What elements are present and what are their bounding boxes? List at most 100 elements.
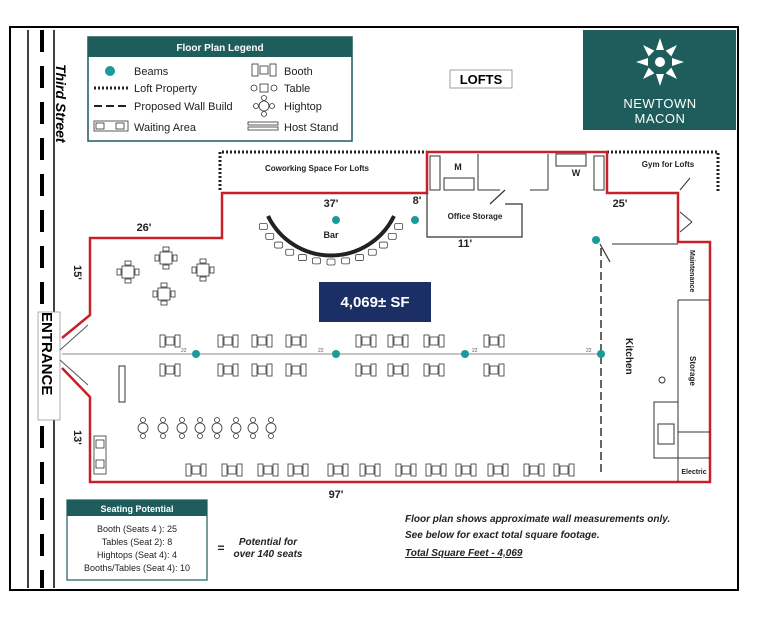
bar-stool <box>265 232 275 240</box>
brand-logo: NEWTOWN MACON <box>583 30 736 130</box>
brand-line2: MACON <box>635 111 686 126</box>
womens-room-label: W <box>572 168 581 178</box>
legend-host-icon <box>247 121 279 131</box>
seating-booth: Booth (Seats 4 ): 25 <box>97 524 177 534</box>
four-top-tables <box>116 246 215 306</box>
legend-waiting: Waiting Area <box>134 122 197 134</box>
booth <box>553 463 575 477</box>
seating-potential-line1: Potential for <box>239 537 298 548</box>
booth <box>159 363 181 377</box>
dim-37: 37' <box>324 198 339 210</box>
bar-stool <box>394 223 404 230</box>
hightop <box>247 417 259 439</box>
legend-title: Floor Plan Legend <box>176 43 263 54</box>
legend-table: Table <box>284 83 310 95</box>
svg-text:22: 22 <box>586 348 592 354</box>
note-line1: Floor plan shows approximate wall measur… <box>405 514 670 525</box>
booth <box>359 463 381 477</box>
booth <box>355 334 377 348</box>
loft-boundary <box>218 150 720 192</box>
entrance-label: ENTRANCE <box>38 312 55 395</box>
svg-text:22: 22 <box>318 348 324 354</box>
legend-hightop: Hightop <box>284 101 322 113</box>
booth <box>251 334 273 348</box>
booth <box>159 334 181 348</box>
four-top-table <box>152 282 176 306</box>
booth <box>483 334 505 348</box>
dim-25: 25' <box>613 198 628 210</box>
kitchen <box>599 243 710 482</box>
dim-26: 26' <box>137 222 152 234</box>
booth <box>387 334 409 348</box>
seating-tables: Tables (Seat 2): 8 <box>102 537 173 547</box>
booth <box>455 463 477 477</box>
gym-label: Gym for Lofts <box>642 160 695 169</box>
entrance-door <box>37 311 89 421</box>
legend-wall: Proposed Wall Build <box>134 101 233 113</box>
booth <box>423 334 445 348</box>
street <box>27 30 55 588</box>
booth <box>221 463 243 477</box>
mens-room-label: M <box>454 162 462 172</box>
lofts-label: LOFTS <box>460 72 503 87</box>
page-frame <box>9 26 739 591</box>
legend-beam-icon <box>105 66 115 76</box>
waiting-area <box>93 435 107 475</box>
seating-potential: Seating Potential Booth (Seats 4 ): 25 T… <box>66 499 208 581</box>
door-swings <box>679 177 693 233</box>
hightop <box>137 417 149 439</box>
hightop <box>265 417 277 439</box>
bar-stool <box>258 223 268 230</box>
storage-label: Storage <box>688 356 697 386</box>
exterior-wall <box>61 150 712 484</box>
bar-stool <box>298 254 307 261</box>
legend-waiting-icon <box>93 120 129 132</box>
host-stand <box>118 365 126 403</box>
booth <box>287 463 309 477</box>
coworking-label: Coworking Space For Lofts <box>265 164 370 173</box>
bar-label: Bar <box>323 230 339 240</box>
booth <box>251 363 273 377</box>
bar-stool <box>274 241 284 249</box>
seating-potential-line2: over 140 seats <box>234 549 303 560</box>
office-storage-label: Office Storage <box>448 212 503 221</box>
bar-stool <box>326 258 336 266</box>
booth <box>395 463 417 477</box>
seating-hightops: Hightops (Seat 4): 4 <box>97 550 177 560</box>
legend-booth-icon <box>251 63 277 77</box>
brand-line1: NEWTOWN <box>623 96 696 111</box>
legend: Floor Plan Legend Beams Loft Property Pr… <box>87 36 353 142</box>
street-label: Third Street <box>53 64 69 144</box>
bar-stool <box>355 254 364 261</box>
legend-hightop-icon <box>253 95 275 117</box>
booth <box>217 363 239 377</box>
booth <box>523 463 545 477</box>
four-top-table <box>154 246 178 270</box>
dim-15: 15' <box>71 265 83 280</box>
bar-stool <box>341 257 350 265</box>
svg-text:22: 22 <box>181 348 187 354</box>
svg-text:22: 22 <box>472 348 478 354</box>
four-top-table <box>191 258 215 282</box>
booth <box>217 334 239 348</box>
seating-title: Seating Potential <box>100 504 173 514</box>
dim-11: 11' <box>458 238 473 250</box>
dim-13: 13' <box>71 430 83 445</box>
legend-beams: Beams <box>134 66 169 78</box>
bar-stool <box>387 232 397 240</box>
bar-stool <box>312 257 321 265</box>
note-total: Total Square Feet - 4,069 <box>405 548 523 559</box>
office-storage <box>426 189 523 238</box>
brand-star-icon <box>636 38 684 86</box>
booth <box>285 334 307 348</box>
restrooms <box>429 153 605 191</box>
hightop <box>211 417 223 439</box>
hightop-tables <box>137 417 277 439</box>
beam-span-labels: 22 22 22 22 <box>181 348 592 354</box>
square-feet-badge: 4,069± SF <box>319 282 431 322</box>
bar-stool <box>285 248 295 256</box>
maintenance-label: Maintenance <box>688 250 695 293</box>
kitchen-label: Kitchen <box>623 338 634 375</box>
hightop <box>157 417 169 439</box>
